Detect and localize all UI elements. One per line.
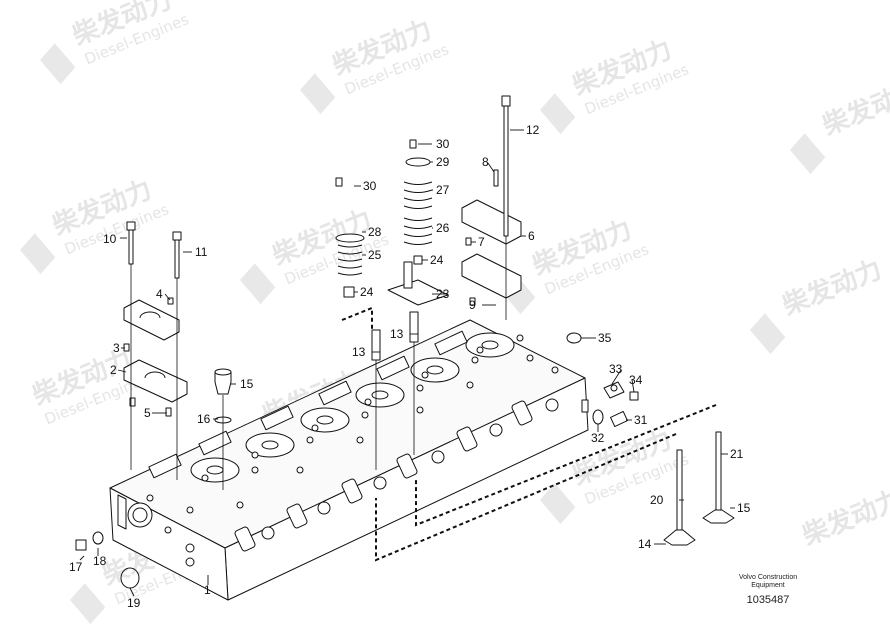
bolt-part-11 <box>172 231 182 279</box>
callout-30b: 30 <box>436 137 450 151</box>
drawing-number: 1035487 <box>746 594 790 606</box>
callout-12: 12 <box>526 123 540 137</box>
callout-6: 6 <box>528 229 535 243</box>
callout-16: 15 <box>240 377 254 391</box>
assembly-lines <box>341 306 717 562</box>
bearing-cap-upper <box>123 297 180 341</box>
sensor-33 <box>603 381 625 399</box>
callout-26: 26 <box>436 221 450 235</box>
bearing-cap-lower <box>123 343 188 417</box>
injector-sleeve <box>214 368 232 424</box>
valve-21 <box>663 449 696 546</box>
valve-keeper <box>409 139 417 149</box>
rocker-stand <box>461 95 522 245</box>
cylinder-head <box>109 319 589 601</box>
callout-23: 23 <box>436 287 450 301</box>
callout-7: 7 <box>478 235 485 249</box>
callout-30: 30 <box>363 179 377 193</box>
callout-3: 3 <box>113 341 120 355</box>
callout-28: 28 <box>368 225 382 239</box>
guide-lines <box>130 236 507 490</box>
callout-34: 34 <box>629 373 643 387</box>
watermark-cn: 柴发动力 <box>797 484 890 552</box>
callout-20: 19 <box>127 596 141 610</box>
callout-31: 31 <box>634 413 648 427</box>
valve-22 <box>702 431 735 524</box>
callout-22: 21 <box>730 447 744 461</box>
callout-14: 14 <box>638 537 652 551</box>
parts <box>75 95 735 589</box>
valve-spring-26 <box>403 157 433 265</box>
callout-19: 18 <box>93 554 107 568</box>
watermark-cn: 柴发动力 <box>777 254 886 322</box>
watermark-cn: 柴发动力 <box>817 74 890 142</box>
callout-21: 20 <box>650 493 664 507</box>
plug-18 <box>75 531 140 589</box>
callout-11: 11 <box>195 245 208 259</box>
callout-2: 2 <box>110 363 117 377</box>
callout-13: 13 <box>352 345 366 359</box>
callout-9: 9 <box>469 298 476 312</box>
valve-keeper <box>335 177 343 187</box>
callout-5: 5 <box>144 406 151 420</box>
callout-8: 8 <box>482 155 489 169</box>
callout-29: 29 <box>436 155 450 169</box>
callout-18: 17 <box>69 560 83 574</box>
valve-spring-25 <box>335 233 365 298</box>
rocker-stand-lower <box>461 237 522 306</box>
callout-35: 35 <box>598 331 612 345</box>
leader-lines <box>79 129 735 597</box>
callout-4: 4 <box>156 287 163 301</box>
brand-line-1: Volvo Construction <box>738 574 798 581</box>
callout-10: 10 <box>103 232 117 246</box>
bolt-part-10 <box>126 221 136 265</box>
callout-13b: 13 <box>390 327 404 341</box>
callout-27: 27 <box>436 183 450 197</box>
callout-labels: 10 11 4 3 2 5 16 15 30 30 29 27 26 28 25… <box>69 123 751 610</box>
dowel-pin <box>493 169 499 187</box>
callout-1: 1 <box>204 583 211 597</box>
callout-33: 33 <box>609 362 623 376</box>
callout-24: 24 <box>360 285 374 299</box>
brand-line-2: Equipment <box>751 582 785 589</box>
washer-34 <box>629 391 639 401</box>
valve-bridge <box>387 261 449 306</box>
callout-24b: 24 <box>430 253 444 267</box>
callout-32: 32 <box>591 431 605 445</box>
callout-15: 15 <box>737 501 751 515</box>
callout-17: 16 <box>197 412 211 426</box>
plug-35 <box>566 332 582 344</box>
callout-25: 25 <box>368 248 382 262</box>
